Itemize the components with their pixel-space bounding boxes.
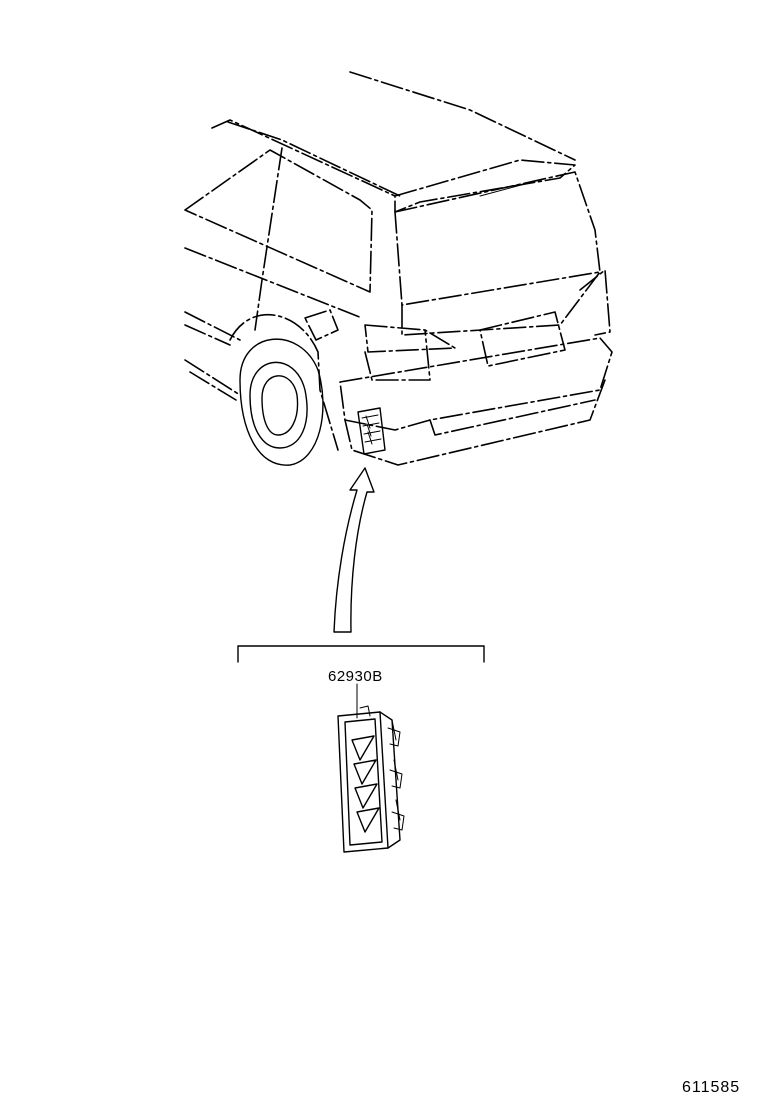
illustration-ref-number: 611585 [682, 1079, 740, 1096]
leader-arrow [333, 467, 375, 633]
ventilator-part-illustration [337, 705, 405, 853]
callout-bracket [237, 645, 485, 719]
part-number-label: 62930B [328, 668, 383, 685]
ventilator-installed [357, 407, 386, 455]
vehicle-outline [184, 71, 613, 466]
